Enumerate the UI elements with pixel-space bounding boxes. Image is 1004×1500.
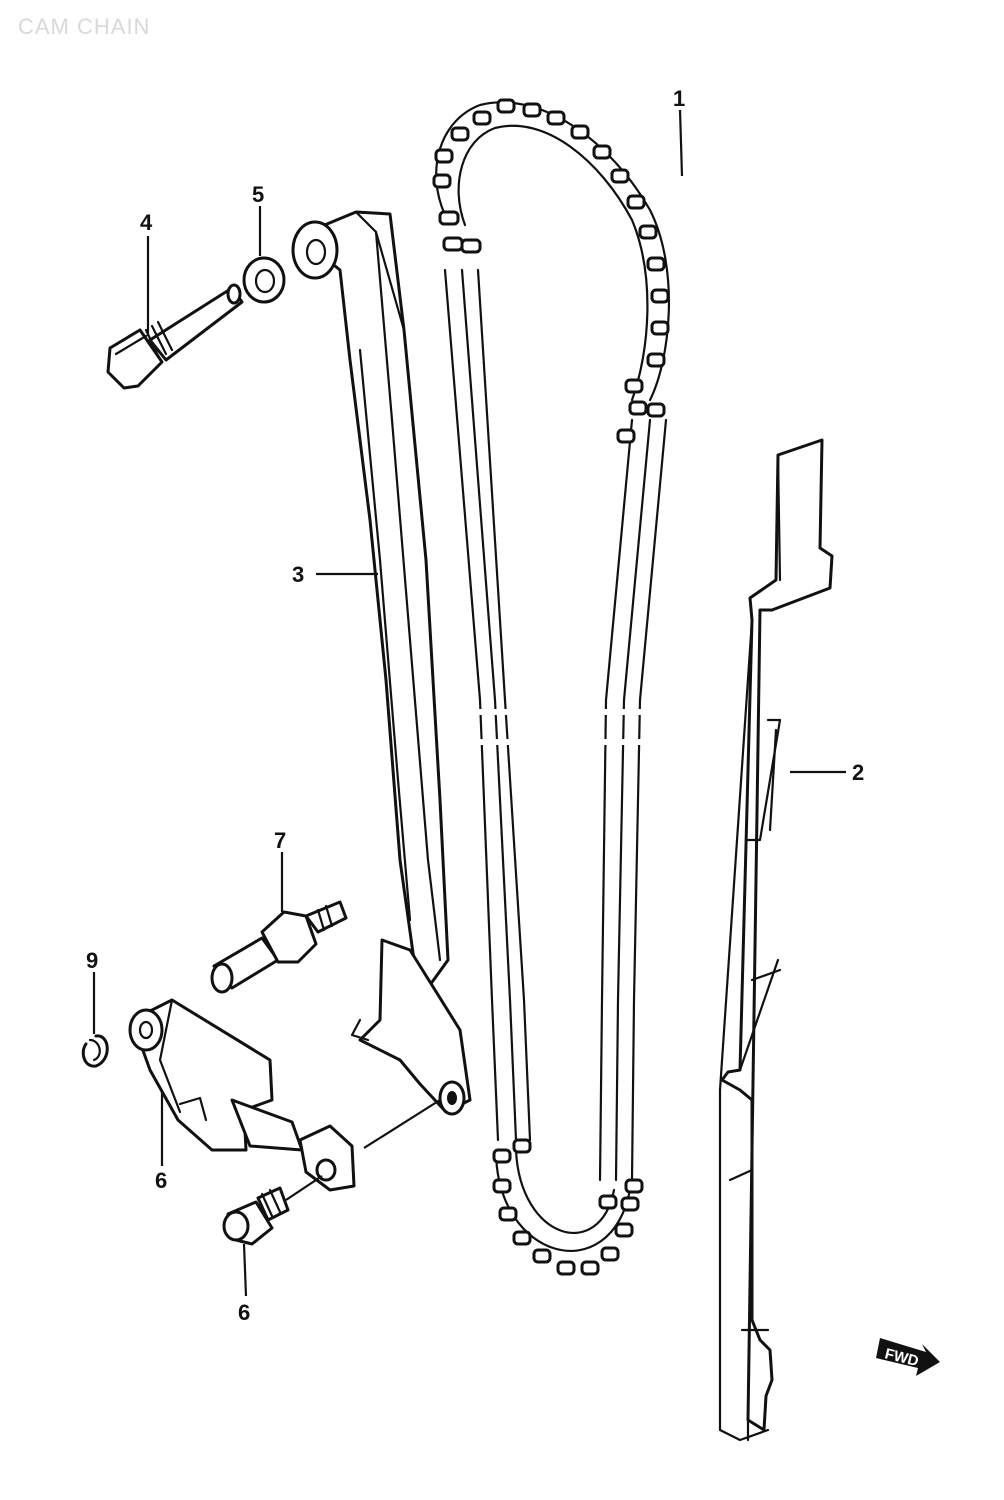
callout-3: 3 xyxy=(292,562,304,587)
callout-9: 9 xyxy=(86,948,98,973)
callout-6-bolt: 6 xyxy=(238,1300,250,1325)
circlip xyxy=(81,1034,109,1068)
forward-direction-marker: FWD xyxy=(876,1338,940,1376)
pivot-bolt xyxy=(106,283,244,390)
page-title: CAM CHAIN xyxy=(18,14,151,39)
washer xyxy=(242,256,286,304)
cam-chain-guide xyxy=(718,438,834,1442)
tensioner-body xyxy=(128,998,356,1192)
cam-chain xyxy=(432,98,671,1276)
callout-leaders xyxy=(92,109,846,1297)
chain-links-top xyxy=(432,98,670,444)
chain-links-bottom xyxy=(492,1138,644,1276)
tensioner-pin xyxy=(210,900,348,994)
callout-labels: 1 2 3 4 5 6 7 6 9 xyxy=(86,86,864,1325)
callout-5: 5 xyxy=(252,182,264,207)
callout-2: 2 xyxy=(852,760,864,785)
tensioner-bolt xyxy=(222,1186,290,1246)
tensioner-slipper xyxy=(291,210,472,1116)
chain-break-marks xyxy=(470,709,650,745)
callout-7: 7 xyxy=(274,828,286,853)
callout-4: 4 xyxy=(140,210,153,235)
callout-6-body: 6 xyxy=(155,1168,167,1193)
callout-1: 1 xyxy=(673,86,685,111)
